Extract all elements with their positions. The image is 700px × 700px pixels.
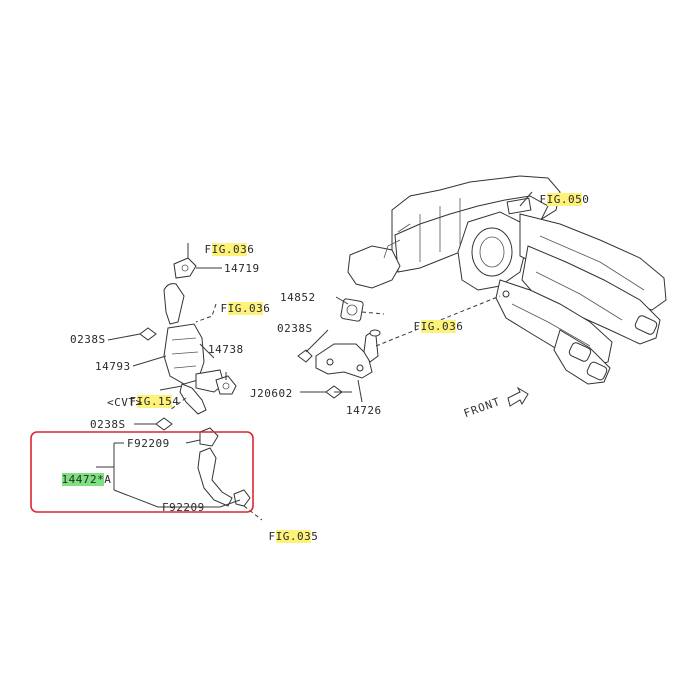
fig-036-mid-suffix: 6: [263, 302, 271, 315]
fig-036-top-suffix: 6: [247, 243, 255, 256]
fig-036-top-label[interactable]: FIG.036: [176, 230, 254, 269]
part-F92209-bottom-label: F92209: [162, 501, 205, 514]
fig-050-highlight: IG.05: [546, 193, 583, 206]
part-02385-upper-label: 0238S: [70, 333, 106, 346]
part-14472-highlight: 14472*: [61, 473, 105, 486]
fig-154-label[interactable]: FIG.154: [101, 382, 179, 421]
fig-036-right-label[interactable]: FIG.036: [385, 307, 463, 346]
part-14472-suffix: A: [104, 473, 112, 486]
part-14852-label: 14852: [280, 291, 316, 304]
fig-036-right-highlight: IG.03: [420, 320, 457, 333]
cvt-label: <CVT>: [107, 396, 143, 409]
part-02385-lower-label: 0238S: [90, 418, 126, 431]
fig-036-mid-label[interactable]: FIG.036: [192, 289, 270, 328]
fig-050-label[interactable]: FIG.050: [511, 180, 589, 219]
intake-manifold: [347, 175, 667, 385]
fig-036-mid-prefix: F: [220, 302, 228, 315]
fig-036-right-prefix: F: [413, 320, 421, 333]
fig-036-top-highlight: IG.03: [211, 243, 248, 256]
part-14726-label: 14726: [346, 404, 382, 417]
fig-035-suffix: 5: [311, 530, 319, 543]
fig-035-highlight: IG.03: [275, 530, 312, 543]
fig-154-prefix: F: [129, 395, 137, 408]
fig-035-label[interactable]: FIG.035: [240, 517, 318, 556]
callout-box: [30, 431, 254, 513]
fig-154-highlight: IG.15: [136, 395, 173, 408]
fig-154-suffix: 4: [172, 395, 180, 408]
fig-050-suffix: 0: [582, 193, 590, 206]
part-J20602-label: J20602: [250, 387, 293, 400]
left-assembly: [139, 257, 251, 507]
fig-036-right-suffix: 6: [456, 320, 464, 333]
front-arrow: [507, 386, 529, 407]
part-02385-right-label: 0238S: [277, 322, 313, 335]
fig-036-top-prefix: F: [204, 243, 212, 256]
part-14793-label: 14793: [95, 360, 131, 373]
part-14738-label: 14738: [208, 343, 244, 356]
pipe-14726: [297, 298, 381, 399]
fig-036-mid-highlight: IG.03: [227, 302, 264, 315]
part-14719-label: 14719: [224, 262, 260, 275]
fig-035-prefix: F: [268, 530, 276, 543]
fig-050-prefix: F: [539, 193, 547, 206]
part-F92209-top-label: F92209: [127, 437, 170, 450]
part-14472-label[interactable]: 14472*A: [33, 460, 111, 499]
